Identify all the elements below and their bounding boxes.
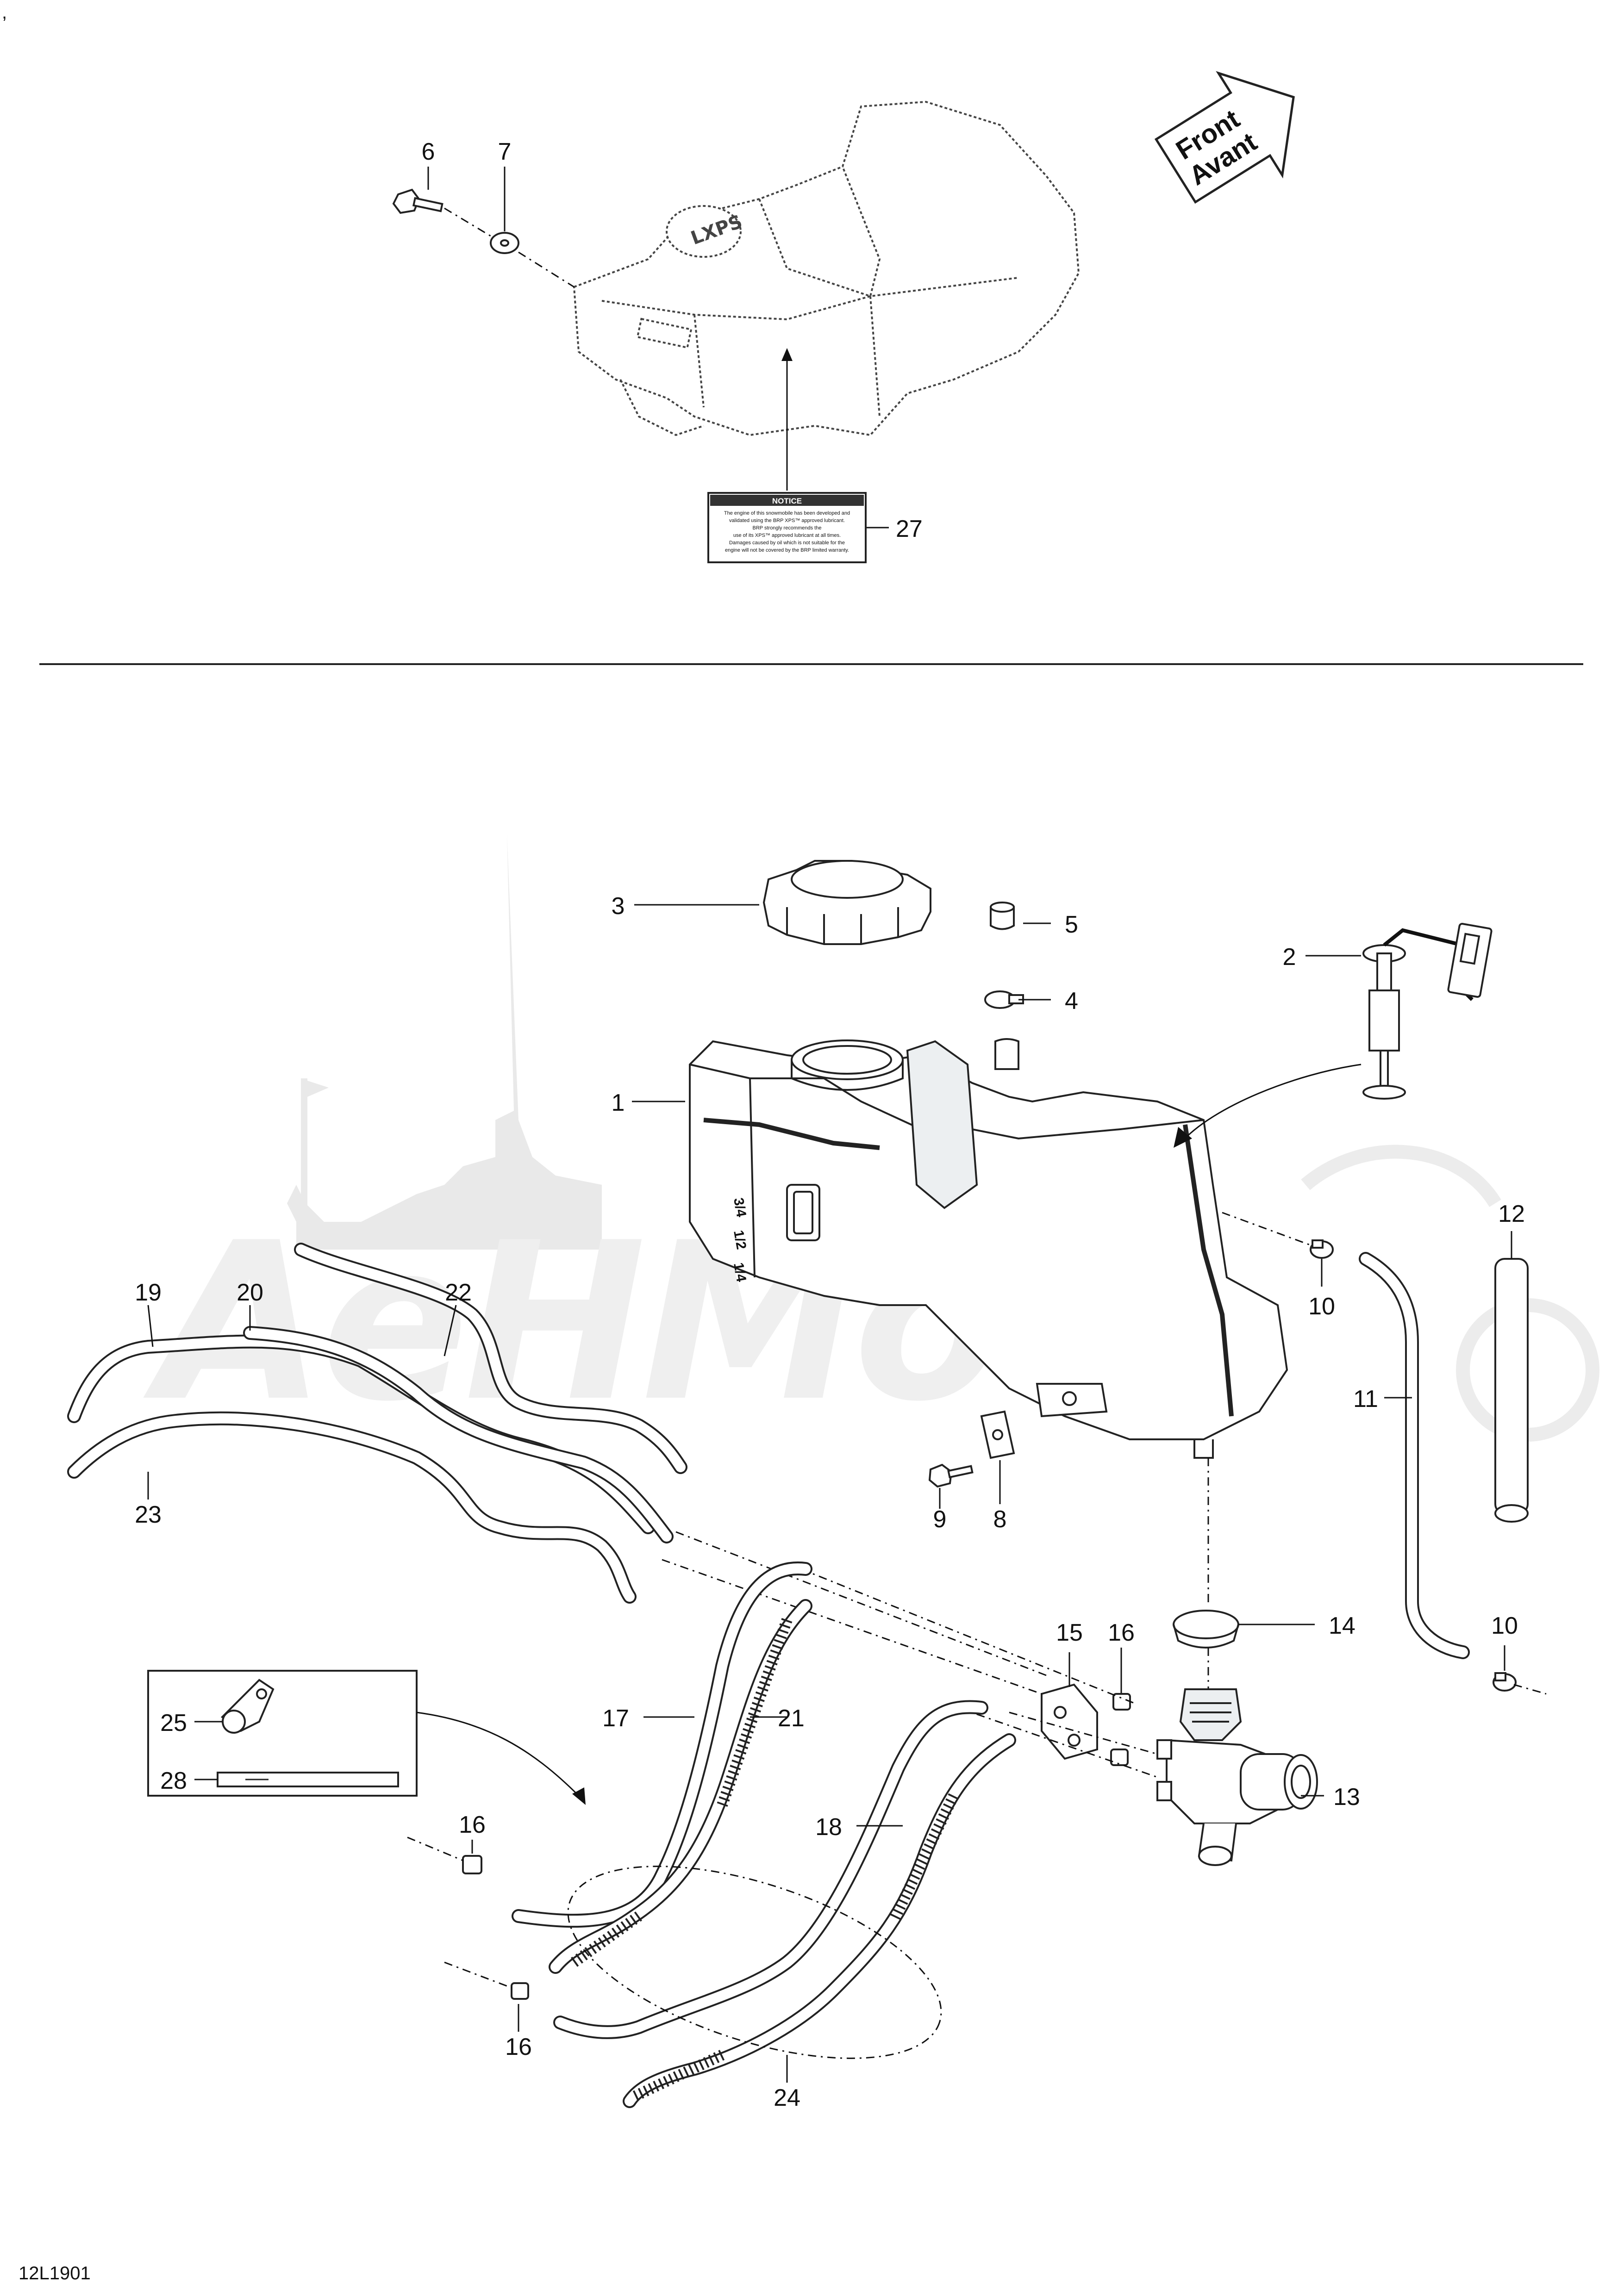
clip-part-25 — [220, 1679, 275, 1734]
notice-decal: NOTICE The engine of this snowmobile has… — [707, 492, 867, 563]
notice-line-3: BRP strongly recommends the — [753, 525, 822, 531]
ring-part-14 — [1173, 1610, 1239, 1649]
clamp-axis-lines — [1222, 1212, 1547, 1695]
clamp-part-4 — [984, 990, 1024, 1009]
callout-10-upper: 10 — [1308, 1293, 1335, 1320]
oil-level-sensor-part-2 — [1362, 923, 1493, 1100]
hose-part-20 — [243, 1326, 674, 1543]
oil-pump-part-13 — [1156, 1688, 1318, 1866]
screw-part-9 — [928, 1463, 974, 1488]
callout-14: 14 — [1329, 1612, 1355, 1639]
oil-tank-part-1 — [689, 1038, 1362, 1459]
screw-part-6 — [392, 188, 443, 214]
inset-pointer-line — [416, 1711, 580, 1797]
callout-28: 28 — [160, 1767, 187, 1794]
hose-part-17 — [512, 1562, 812, 1928]
hose-part-12 — [1494, 1258, 1529, 1523]
callout-4: 4 — [1065, 988, 1078, 1014]
fitting-part-16-c — [462, 1855, 482, 1874]
callout-3: 3 — [612, 893, 625, 920]
gauge-mark-3-4: 3/4 — [731, 1196, 749, 1218]
callout-13: 13 — [1333, 1784, 1360, 1811]
gauge-mark-1-2: 1/2 — [731, 1229, 749, 1251]
callout-11: 11 — [1353, 1386, 1378, 1412]
top-mark: , — [2, 2, 7, 23]
hose-part-18 — [553, 1700, 988, 2039]
drawing-code: 12L1901 — [19, 2263, 91, 2284]
callout-23: 23 — [135, 1501, 162, 1528]
callout-16-pump: 16 — [1108, 1619, 1135, 1646]
gauge-mark-1-4: 1/4 — [731, 1261, 749, 1283]
callout-16-left: 16 — [459, 1811, 486, 1838]
screw-axis-line — [444, 207, 575, 288]
callout-15: 15 — [1056, 1619, 1083, 1646]
hose-part-24 — [623, 1733, 1016, 2108]
notice-line-4: use of its XPS™ approved lubricant at al… — [733, 533, 841, 538]
fitting-part-16-d — [511, 1982, 529, 2000]
callout-22: 22 — [445, 1279, 472, 1306]
inset-box — [147, 1670, 418, 1797]
callout-9: 9 — [933, 1506, 947, 1533]
callout-21: 21 — [778, 1705, 805, 1732]
hose-part-22 — [294, 1243, 687, 1474]
nut-plate-part-8 — [980, 1410, 1015, 1459]
notice-line-1: The engine of this snowmobile has been d… — [724, 510, 850, 516]
hose-part-23 — [67, 1411, 637, 1604]
callout-19: 19 — [135, 1279, 162, 1306]
clamp-part-10-upper — [1310, 1239, 1334, 1259]
fitting-axis-lines — [407, 1836, 512, 1989]
routing-lines — [662, 1531, 1158, 1778]
callout-10-lower: 10 — [1491, 1612, 1518, 1639]
callout-18: 18 — [815, 1814, 842, 1841]
callout-2: 2 — [1283, 944, 1296, 971]
callout-12: 12 — [1498, 1201, 1525, 1227]
callout-5: 5 — [1065, 911, 1078, 938]
callout-25: 25 — [160, 1710, 187, 1736]
callout-16-bottom: 16 — [505, 2034, 532, 2060]
bracket-part-15 — [1041, 1683, 1098, 1760]
callout-24: 24 — [774, 2084, 800, 2111]
chassis-outline: LXPS — [573, 100, 1080, 436]
leader-lines — [147, 904, 1512, 2083]
label-strip-part-28 — [217, 1772, 399, 1787]
cap-part-5 — [990, 902, 1015, 930]
callout-1: 1 — [612, 1089, 625, 1116]
hose-part-11 — [1359, 1252, 1470, 1659]
callout-17: 17 — [602, 1705, 629, 1732]
callout-27: 27 — [896, 516, 923, 542]
callout-6: 6 — [422, 138, 435, 165]
notice-line-5: Damages caused by oil which is not suita… — [729, 540, 845, 546]
notice-line-2: validated using the BRP XPS™ approved lu… — [729, 518, 845, 523]
fitting-part-16-a — [1112, 1693, 1131, 1711]
callout-20: 20 — [237, 1279, 263, 1306]
front-direction-arrow: Front Avant — [1154, 71, 1295, 204]
callout-8: 8 — [993, 1506, 1007, 1533]
fitting-part-16-b — [1110, 1748, 1129, 1766]
washer-part-7 — [490, 232, 519, 254]
filler-cap-part-3 — [762, 860, 931, 945]
callout-7: 7 — [498, 138, 512, 165]
hose-part-21 — [549, 1599, 812, 1974]
notice-line-6: engine will not be covered by the BRP li… — [725, 548, 849, 553]
notice-title: NOTICE — [772, 497, 802, 505]
clamp-part-10-lower — [1493, 1672, 1517, 1692]
routing-zone-ellipse — [567, 1866, 942, 2059]
